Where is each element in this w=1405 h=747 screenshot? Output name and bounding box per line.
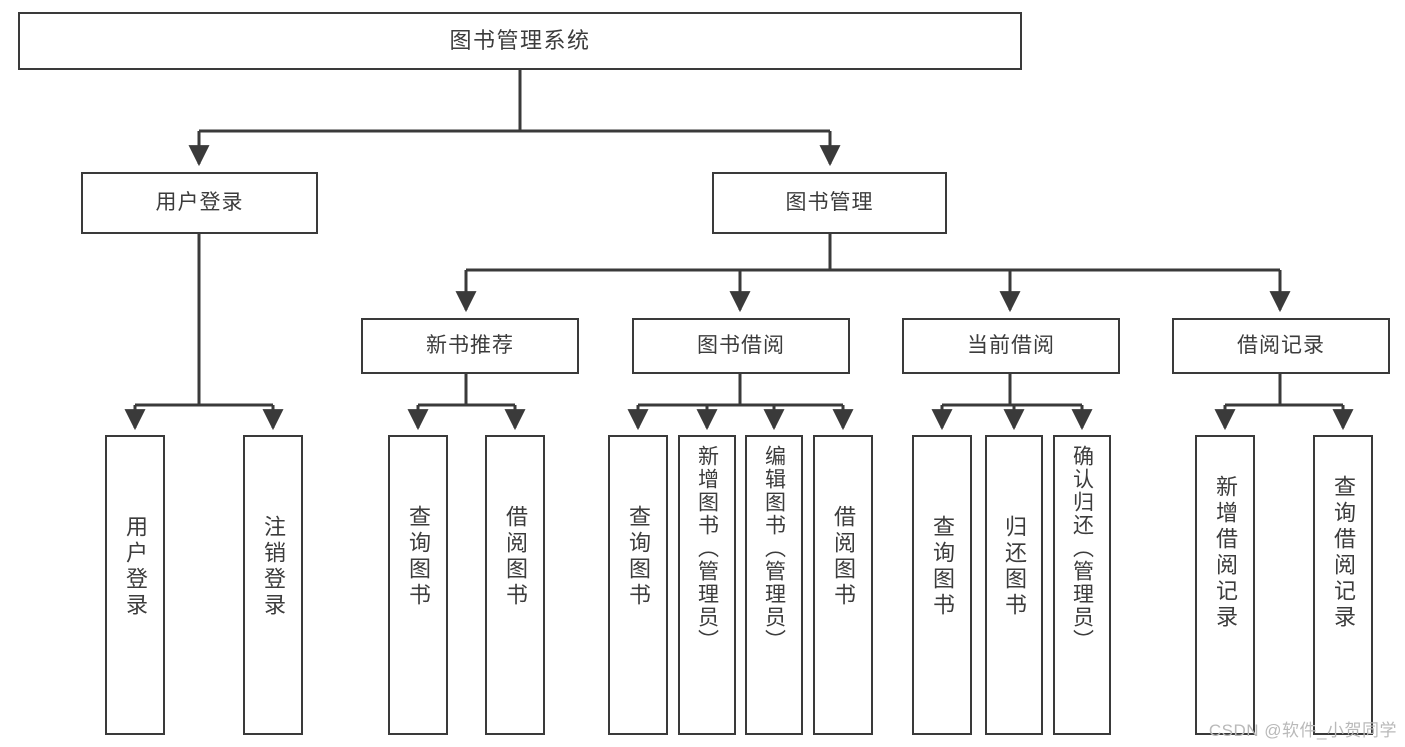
node-label: 新书推荐	[426, 333, 514, 357]
node-leaf-confirm-return-admin[interactable]: 确认归还（管理员）	[1053, 435, 1111, 735]
edge-userlogin-to-leaves	[124, 234, 284, 431]
edge-newbook-to-leaves	[407, 374, 526, 431]
node-user-login[interactable]: 用户登录	[81, 172, 318, 234]
node-leaf-query-book-borrow[interactable]: 查询图书	[608, 435, 668, 735]
node-label: 查询图书	[406, 505, 431, 609]
node-leaf-edit-book-admin[interactable]: 编辑图书（管理员）	[745, 435, 803, 735]
node-label: 用户登录	[155, 190, 244, 214]
node-label: 图书管理	[785, 190, 874, 214]
node-borrow-records[interactable]: 借阅记录	[1172, 318, 1390, 374]
node-leaf-add-borrow-record[interactable]: 新增借阅记录	[1195, 435, 1255, 735]
node-label: 借阅图书	[831, 505, 856, 609]
node-label: 图书管理系统	[449, 27, 591, 53]
node-leaf-add-book-admin[interactable]: 新增图书（管理员）	[678, 435, 736, 735]
node-leaf-logout[interactable]: 注销登录	[243, 435, 303, 735]
node-book-borrow[interactable]: 图书借阅	[632, 318, 850, 374]
node-label: 注销登录	[261, 515, 286, 619]
edge-root-to-level2	[188, 70, 841, 167]
node-label: 确认归还（管理员）	[1070, 445, 1094, 652]
node-label: 借阅图书	[503, 505, 528, 609]
node-leaf-return-book[interactable]: 归还图书	[985, 435, 1043, 735]
node-label: 查询图书	[626, 505, 651, 609]
node-label: 用户登录	[123, 515, 148, 619]
node-label: 新增借阅记录	[1213, 475, 1238, 631]
node-label: 查询图书	[930, 515, 955, 619]
node-leaf-query-book-new[interactable]: 查询图书	[388, 435, 448, 735]
edge-currentborrow-to-leaves	[931, 374, 1093, 431]
node-label: 借阅记录	[1237, 333, 1325, 357]
node-leaf-borrow-book[interactable]: 借阅图书	[813, 435, 873, 735]
node-label: 新增图书（管理员）	[695, 445, 719, 652]
node-leaf-query-borrow-record[interactable]: 查询借阅记录	[1313, 435, 1373, 735]
node-current-borrow[interactable]: 当前借阅	[902, 318, 1120, 374]
csdn-watermark: CSDN @软件_小贺同学	[1208, 721, 1397, 740]
node-label: 编辑图书（管理员）	[762, 445, 786, 652]
node-new-book-recommend[interactable]: 新书推荐	[361, 318, 579, 374]
edge-bookborrow-to-leaves	[627, 374, 854, 431]
node-root-system[interactable]: 图书管理系统	[18, 12, 1022, 70]
node-leaf-user-login[interactable]: 用户登录	[105, 435, 165, 735]
node-label: 当前借阅	[967, 333, 1055, 357]
node-leaf-borrow-book-new[interactable]: 借阅图书	[485, 435, 545, 735]
node-leaf-query-book-current[interactable]: 查询图书	[912, 435, 972, 735]
node-label: 图书借阅	[697, 333, 785, 357]
node-book-management[interactable]: 图书管理	[712, 172, 947, 234]
node-label: 查询借阅记录	[1331, 475, 1356, 631]
node-label: 归还图书	[1002, 515, 1027, 619]
edge-borrowrecords-to-leaves	[1214, 374, 1354, 431]
edge-bookmgmt-to-level3	[455, 234, 1291, 313]
